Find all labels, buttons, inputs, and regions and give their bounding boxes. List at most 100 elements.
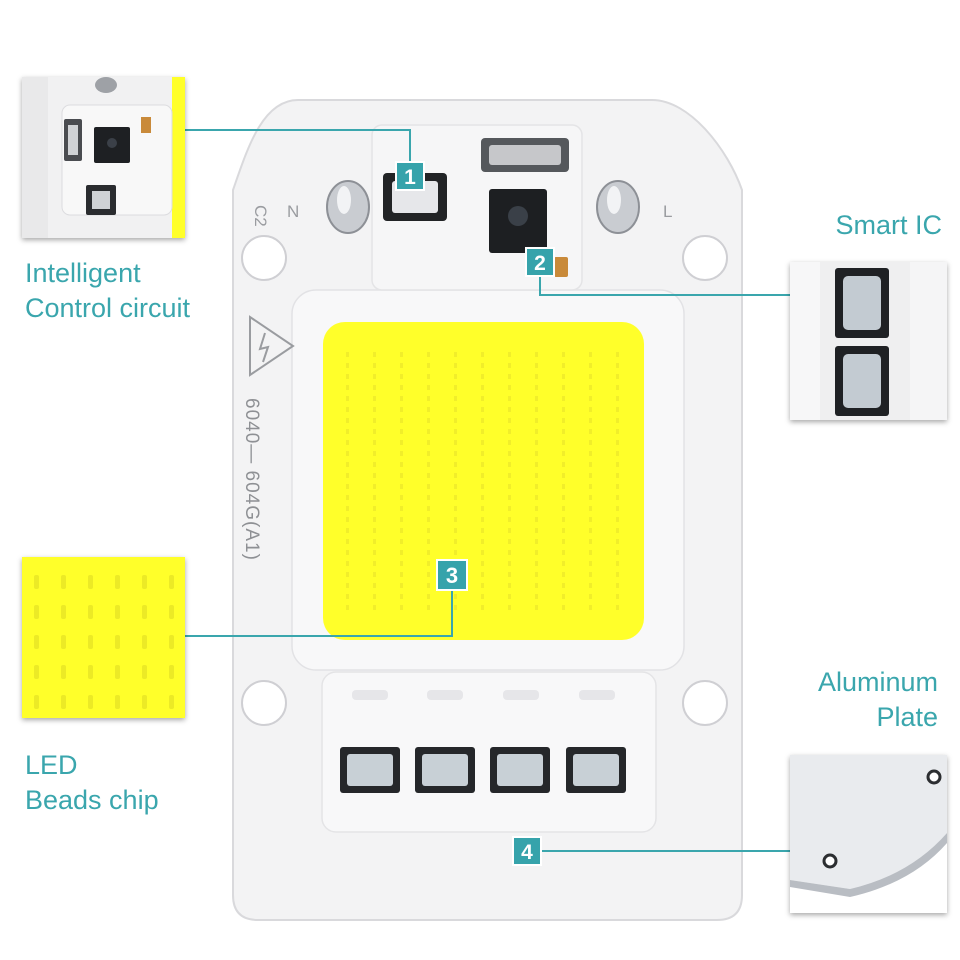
led-bead-closeup (115, 605, 120, 619)
led-bead-closeup (115, 575, 120, 589)
label-line: Smart IC (835, 210, 942, 240)
led-bead (454, 495, 457, 500)
led-bead (616, 484, 619, 489)
led-bead (400, 440, 403, 445)
led-bead (427, 561, 430, 566)
led-bead (373, 572, 376, 577)
led-bead-closeup (142, 695, 147, 709)
bottom-pads (340, 747, 626, 793)
inset-smart-ic (790, 262, 947, 420)
led-bead (562, 484, 565, 489)
led-bead (400, 539, 403, 544)
led-bead (481, 528, 484, 533)
led-bead (508, 495, 511, 500)
led-bead (508, 451, 511, 456)
led-bead (454, 451, 457, 456)
led-bead (400, 352, 403, 357)
led-bead (373, 451, 376, 456)
callout-badge-2: 2 (525, 247, 555, 277)
led-chip (323, 322, 644, 640)
led-bead (535, 385, 538, 390)
led-bead (508, 462, 511, 467)
led-bead (616, 539, 619, 544)
led-bead (616, 572, 619, 577)
led-bead (616, 352, 619, 357)
led-bead (535, 462, 538, 467)
svg-text:2: 2 (534, 252, 546, 275)
led-bead (562, 539, 565, 544)
mounting-hole (682, 680, 728, 726)
led-bead (427, 374, 430, 379)
led-bead (508, 352, 511, 357)
resistor-face (489, 145, 561, 165)
led-bead (427, 583, 430, 588)
led-bead (616, 495, 619, 500)
led-bead-closeup (88, 575, 93, 589)
led-bead (481, 385, 484, 390)
solder-pad-n-shine (337, 186, 351, 214)
led-bead (346, 484, 349, 489)
led-bead (616, 385, 619, 390)
led-bead (400, 572, 403, 577)
label-line: LED (25, 750, 78, 780)
callout-badge-4: 4 (512, 836, 542, 866)
led-bead (508, 374, 511, 379)
led-bead (454, 440, 457, 445)
led-bead (562, 363, 565, 368)
led-bead (535, 594, 538, 599)
led-bead (481, 561, 484, 566)
label-line: Intelligent (25, 258, 141, 288)
led-bead (373, 462, 376, 467)
label-led-beads-chip: LED Beads chip (25, 748, 159, 818)
led-bead (589, 473, 592, 478)
mounting-hole (682, 235, 728, 281)
label-line: Plate (876, 702, 938, 732)
board-marking-l: L (663, 202, 672, 221)
led-bead (373, 495, 376, 500)
callout-line-3 (185, 588, 453, 637)
led-bead (346, 605, 349, 610)
led-bead (535, 583, 538, 588)
capacitor (554, 257, 568, 277)
led-bead-closeup (169, 665, 174, 679)
led-bead (400, 396, 403, 401)
led-bead (508, 517, 511, 522)
led-bead (616, 407, 619, 412)
label-intelligent-control-circuit: Intelligent Control circuit (25, 256, 190, 326)
led-bead (589, 594, 592, 599)
led-bead (481, 506, 484, 511)
led-bead (562, 495, 565, 500)
led-bead (589, 495, 592, 500)
led-bead (400, 451, 403, 456)
led-bead (346, 374, 349, 379)
led-bead (346, 572, 349, 577)
solder-pad-l-shine (607, 186, 621, 214)
led-bead (427, 363, 430, 368)
led-bead (346, 451, 349, 456)
led-bead (373, 594, 376, 599)
led-bead (616, 594, 619, 599)
led-bead (616, 396, 619, 401)
led-bead (481, 484, 484, 489)
led-bead (589, 517, 592, 522)
led-bead (346, 594, 349, 599)
led-bead (562, 385, 565, 390)
led-bead (508, 506, 511, 511)
led-bead (562, 418, 565, 423)
led-bead (535, 473, 538, 478)
led-bead (373, 550, 376, 555)
led-bead (346, 528, 349, 533)
led-bead (427, 539, 430, 544)
led-bead (373, 473, 376, 478)
led-bead (535, 352, 538, 357)
led-bead (346, 517, 349, 522)
led-bead (481, 572, 484, 577)
led-bead (427, 440, 430, 445)
led-bead-closeup (88, 605, 93, 619)
led-bead (535, 506, 538, 511)
led-bead (616, 506, 619, 511)
led-bead (400, 517, 403, 522)
led-bead (562, 462, 565, 467)
led-bead (346, 363, 349, 368)
